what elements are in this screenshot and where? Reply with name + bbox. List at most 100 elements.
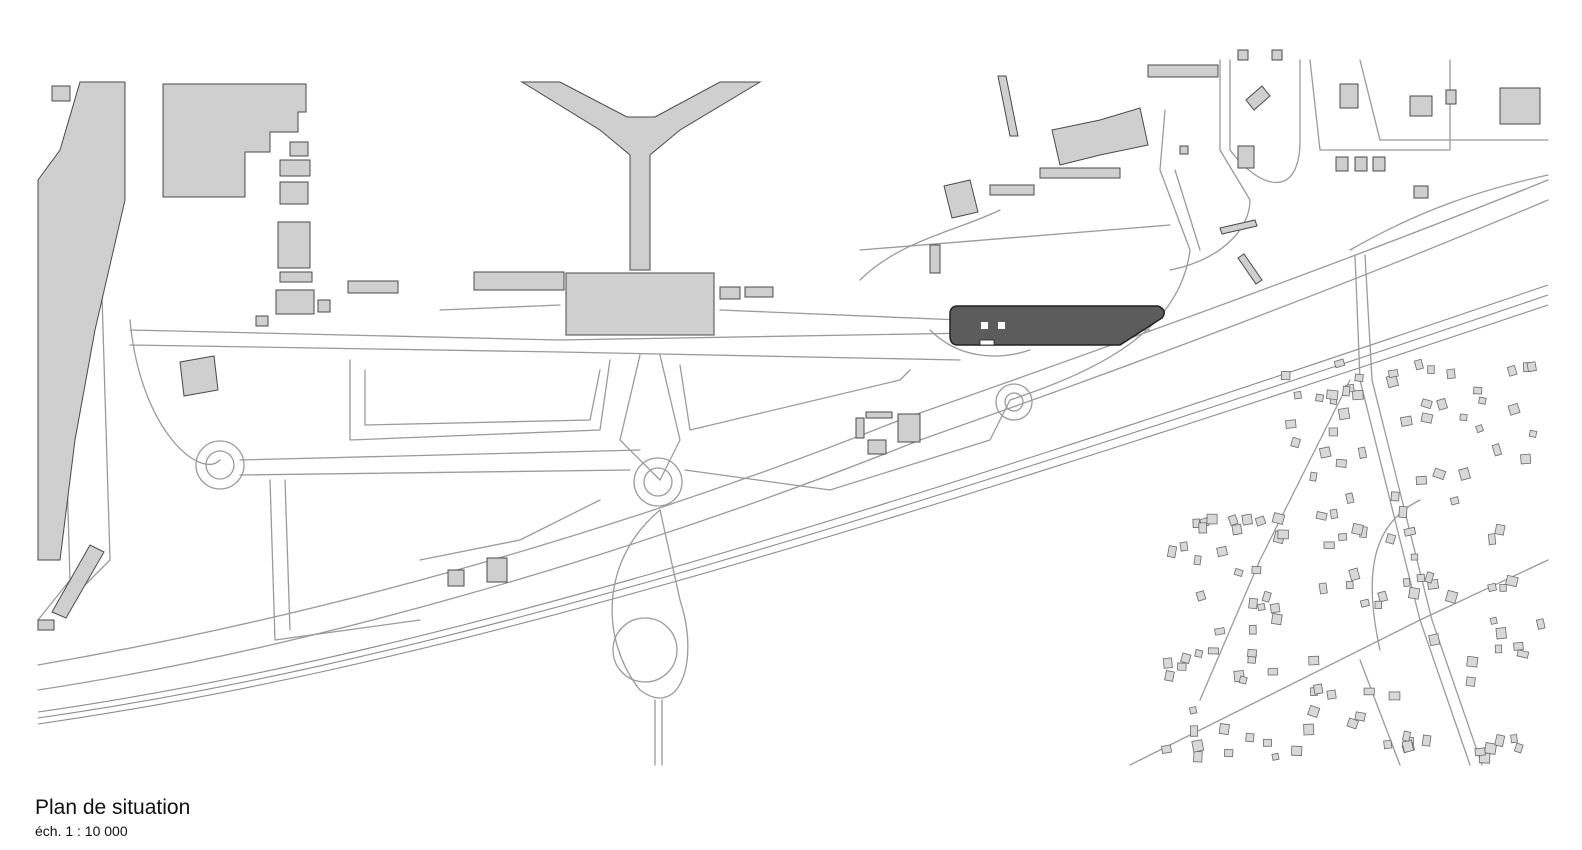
house (1526, 361, 1537, 373)
house (1494, 734, 1506, 748)
house (1335, 458, 1347, 468)
house (1262, 738, 1273, 747)
house (1449, 496, 1460, 506)
house (1401, 739, 1415, 753)
house (1420, 412, 1434, 424)
house (1290, 436, 1301, 449)
house (1388, 691, 1401, 701)
house (1198, 522, 1208, 534)
house (1342, 385, 1351, 397)
house (1427, 365, 1435, 374)
house (1494, 644, 1503, 654)
house (1466, 655, 1479, 668)
house (1403, 526, 1417, 537)
house (1251, 565, 1262, 575)
house (1195, 590, 1207, 602)
house (1357, 446, 1368, 459)
house (1478, 396, 1487, 405)
house (1277, 529, 1289, 540)
house (1348, 567, 1361, 582)
house (1248, 597, 1259, 610)
house (1280, 370, 1291, 381)
house (1510, 734, 1518, 744)
house (1410, 553, 1419, 561)
house (1354, 711, 1367, 722)
house (1351, 389, 1364, 401)
house (1420, 398, 1433, 410)
house (1248, 624, 1257, 635)
house (1189, 725, 1199, 737)
house (1328, 427, 1339, 437)
project-site (949, 305, 1165, 346)
house (1191, 739, 1205, 753)
house (1326, 689, 1337, 700)
house (1513, 742, 1524, 754)
house (1164, 670, 1175, 682)
house (1473, 386, 1483, 395)
house (1312, 683, 1324, 695)
house (1333, 358, 1346, 369)
house (1505, 574, 1519, 588)
house (1390, 491, 1400, 502)
house (1216, 545, 1229, 558)
house (1444, 589, 1459, 604)
plan-title: Plan de situation (35, 796, 191, 819)
house (1346, 717, 1359, 730)
house (1387, 368, 1399, 379)
house (1227, 514, 1239, 527)
road-network (37, 59, 1549, 766)
house (1218, 723, 1230, 736)
house (1363, 687, 1375, 696)
house (1351, 522, 1364, 536)
house (1436, 397, 1449, 411)
house (1354, 373, 1364, 383)
house (1428, 633, 1441, 647)
house (1308, 655, 1320, 666)
house (1245, 732, 1255, 743)
house (1487, 533, 1497, 546)
airport-terminal (473, 81, 774, 336)
house (1399, 415, 1413, 427)
house (1424, 571, 1435, 584)
house (1231, 523, 1243, 536)
house (1329, 508, 1339, 520)
house (1318, 582, 1328, 595)
house (1499, 583, 1507, 592)
house (1238, 675, 1248, 685)
house (1458, 467, 1471, 481)
house (1180, 652, 1192, 665)
house (1206, 513, 1218, 525)
house (1383, 739, 1393, 750)
house (1506, 364, 1518, 377)
house (1241, 513, 1254, 526)
house (1270, 613, 1283, 626)
plan-scale: éch. 1 : 10 000 (35, 823, 128, 839)
house (1398, 505, 1408, 519)
house (1516, 649, 1530, 659)
house (1269, 602, 1281, 614)
house (1487, 582, 1498, 593)
house (1162, 657, 1173, 669)
house (1459, 413, 1468, 422)
house (1285, 419, 1297, 429)
house (1535, 618, 1546, 630)
house (1337, 532, 1348, 542)
house (1160, 744, 1173, 755)
house (1323, 541, 1335, 549)
house (1303, 723, 1315, 736)
house (1291, 745, 1303, 756)
house (1491, 443, 1503, 457)
house (1267, 668, 1278, 676)
house (1413, 358, 1424, 371)
house (1401, 730, 1412, 742)
house (1188, 706, 1198, 715)
house (1254, 515, 1267, 527)
house (1257, 602, 1266, 612)
house (1416, 573, 1426, 583)
site-plan-map (37, 49, 1549, 766)
house (1177, 662, 1187, 671)
house (1421, 734, 1432, 747)
residential-houses (1160, 358, 1546, 764)
house (1194, 649, 1204, 659)
house (1385, 533, 1397, 545)
